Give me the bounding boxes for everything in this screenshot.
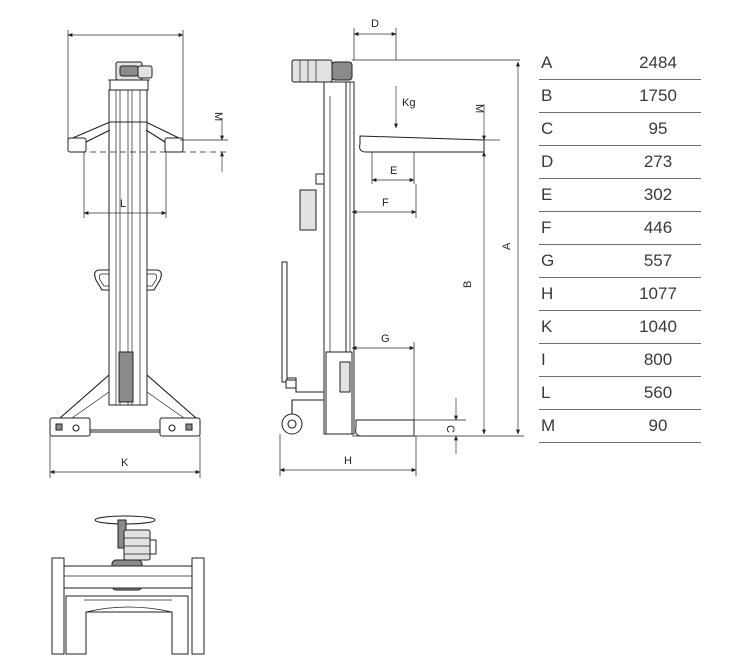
row-key: M [541, 416, 556, 435]
lower-fork-side [325, 351, 415, 437]
dimension-table: A 2484 B 1750 C 95 D 273 E 302 F 446 G 5… [539, 47, 701, 443]
dim-label-kg: Kg [402, 97, 415, 109]
table-row: K 1040 [539, 311, 701, 344]
dim-label-g: G [381, 333, 390, 345]
table-row: F 446 [539, 212, 701, 245]
column-front [108, 89, 148, 406]
row-key: L [541, 383, 551, 402]
dim-label-h: H [344, 455, 352, 467]
forks-front [67, 121, 230, 153]
base-front [49, 374, 201, 437]
table-row: B 1750 [539, 80, 701, 113]
table-row: C 95 [539, 113, 701, 146]
table-row: L 560 [539, 377, 701, 410]
dim-label-a: A [501, 242, 513, 250]
row-key: I [541, 350, 546, 369]
row-value: 1077 [639, 284, 677, 303]
dim-label-c: C [444, 425, 456, 433]
row-key: K [541, 317, 553, 336]
row-value: 273 [643, 152, 673, 171]
row-value: 1040 [639, 317, 677, 336]
dim-label-l: L [120, 198, 126, 210]
technical-drawing: M L K D [49, 18, 524, 655]
dim-label-f: F [382, 197, 389, 209]
row-key: C [541, 119, 554, 138]
row-key: G [541, 251, 555, 270]
row-value: 2484 [639, 53, 677, 72]
row-key: A [541, 53, 553, 72]
dim-label-m-front: M [212, 112, 224, 121]
handle-front [94, 269, 162, 291]
plan-view [51, 515, 205, 655]
row-value: 1750 [639, 86, 677, 105]
motor-head-side [291, 59, 520, 83]
front-view: M L K [49, 30, 230, 478]
dim-label-d: D [371, 18, 379, 30]
row-value: 90 [648, 416, 668, 435]
table-row: M 90 [539, 410, 701, 443]
table-row: G 557 [539, 245, 701, 278]
row-value: 95 [648, 119, 668, 138]
dim-label-k: K [121, 457, 129, 469]
row-value: 557 [643, 251, 673, 270]
motor-head-front [108, 61, 153, 91]
table-row: H 1077 [539, 278, 701, 311]
row-key: F [541, 218, 552, 237]
side-view: D Kg M [279, 18, 524, 476]
upper-fork-side [359, 135, 500, 153]
row-key: B [541, 86, 553, 105]
table-row: I 800 [539, 344, 701, 377]
row-key: H [541, 284, 554, 303]
tow-handle-side [281, 261, 324, 435]
table-row: E 302 [539, 179, 701, 212]
row-value: 800 [643, 350, 673, 369]
row-value: 560 [643, 383, 673, 402]
dim-label-e: E [390, 165, 397, 177]
dim-label-b: B [462, 281, 474, 288]
table-row: A 2484 [539, 47, 701, 80]
row-key: E [541, 185, 553, 204]
row-key: D [541, 152, 554, 171]
dim-label-m-side: M [473, 104, 485, 113]
table-row: D 273 [539, 146, 701, 179]
row-value: 446 [643, 218, 673, 237]
row-value: 302 [643, 185, 673, 204]
